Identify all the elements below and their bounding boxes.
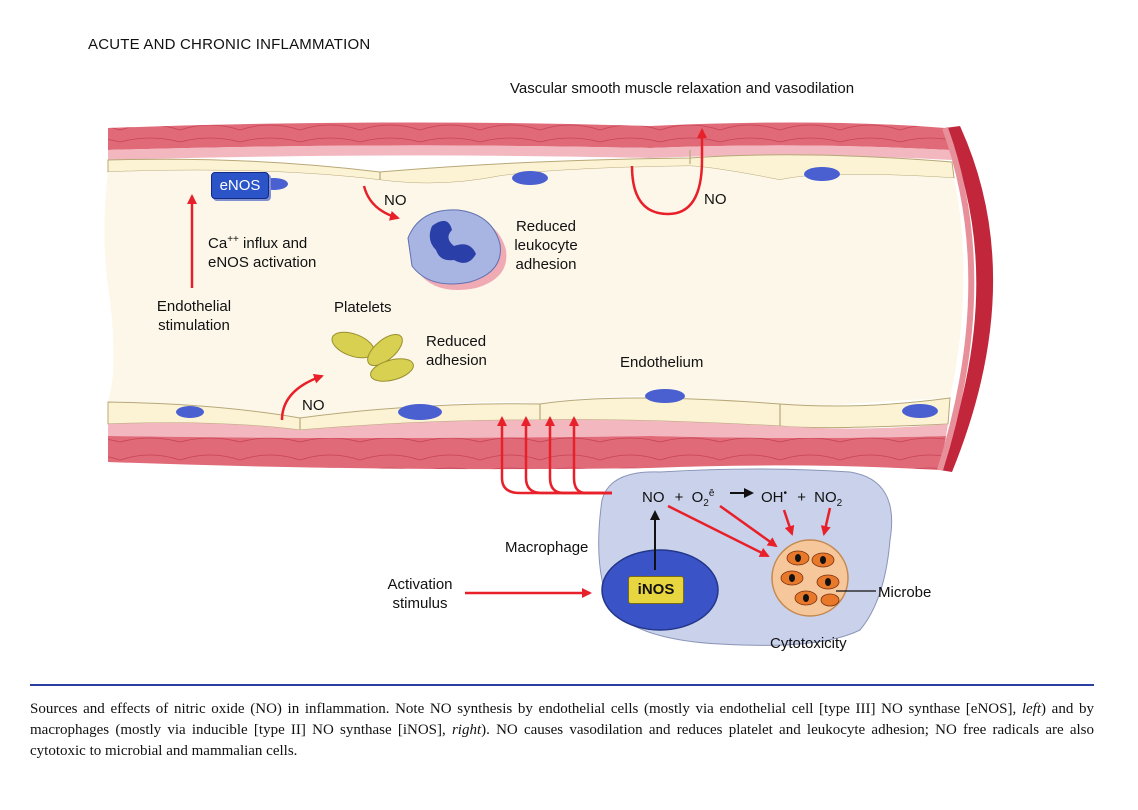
enos-to-leukocyte-arrow (362, 185, 400, 221)
caption-divider (30, 684, 1094, 686)
page-header: ACUTE AND CHRONIC INFLAMMATION (88, 36, 371, 53)
platelet-no-arrow (280, 373, 324, 421)
reduced-leukocyte-adhesion-label: Reduced leukocyte adhesion (514, 218, 578, 273)
endothelium-label: Endothelium (620, 354, 704, 371)
leukocyte (407, 209, 507, 290)
microbe-label: Microbe (878, 584, 932, 601)
reduced-adhesion-label: Reduced adhesion (426, 333, 487, 369)
upper-vessel-wall (107, 122, 955, 184)
activation-stimulus-label: Activation stimulus (387, 576, 453, 612)
arrows (187, 128, 832, 598)
vasodilation-arrow (630, 128, 707, 216)
ca-influx-label: Ca++ influx and eNOS activation (208, 234, 317, 271)
no-label-lower: NO (302, 397, 325, 414)
platelets-label: Platelets (334, 299, 392, 316)
figure-caption: Sources and effects of nitric oxide (NO)… (30, 701, 1094, 759)
enos-label: eNOS (219, 177, 261, 194)
vessel-lumen (104, 166, 964, 418)
oh-no2-products: OH• + NO2 (761, 488, 843, 509)
macrophage-label: Macrophage (505, 539, 589, 556)
platelets-cluster (331, 331, 414, 382)
inos-box: iNOS (628, 576, 684, 604)
no-reaction-equation: NO + O2ē (642, 488, 715, 509)
cytotoxicity-label: Cytotoxicity (770, 635, 847, 652)
no-label-upper-right: NO (704, 191, 727, 208)
vessel-cut-end (940, 126, 994, 472)
no-label-upper-left: NO (384, 192, 407, 209)
enos-box: eNOS (211, 172, 269, 199)
inos-label: iNOS (637, 581, 675, 598)
endothelial-stimulation-label: Endothelial stimulation (156, 298, 232, 334)
vessel-diagram (104, 122, 994, 646)
vasodilation-label: Vascular smooth muscle relaxation and va… (510, 80, 855, 97)
lower-vessel-wall (107, 397, 951, 470)
